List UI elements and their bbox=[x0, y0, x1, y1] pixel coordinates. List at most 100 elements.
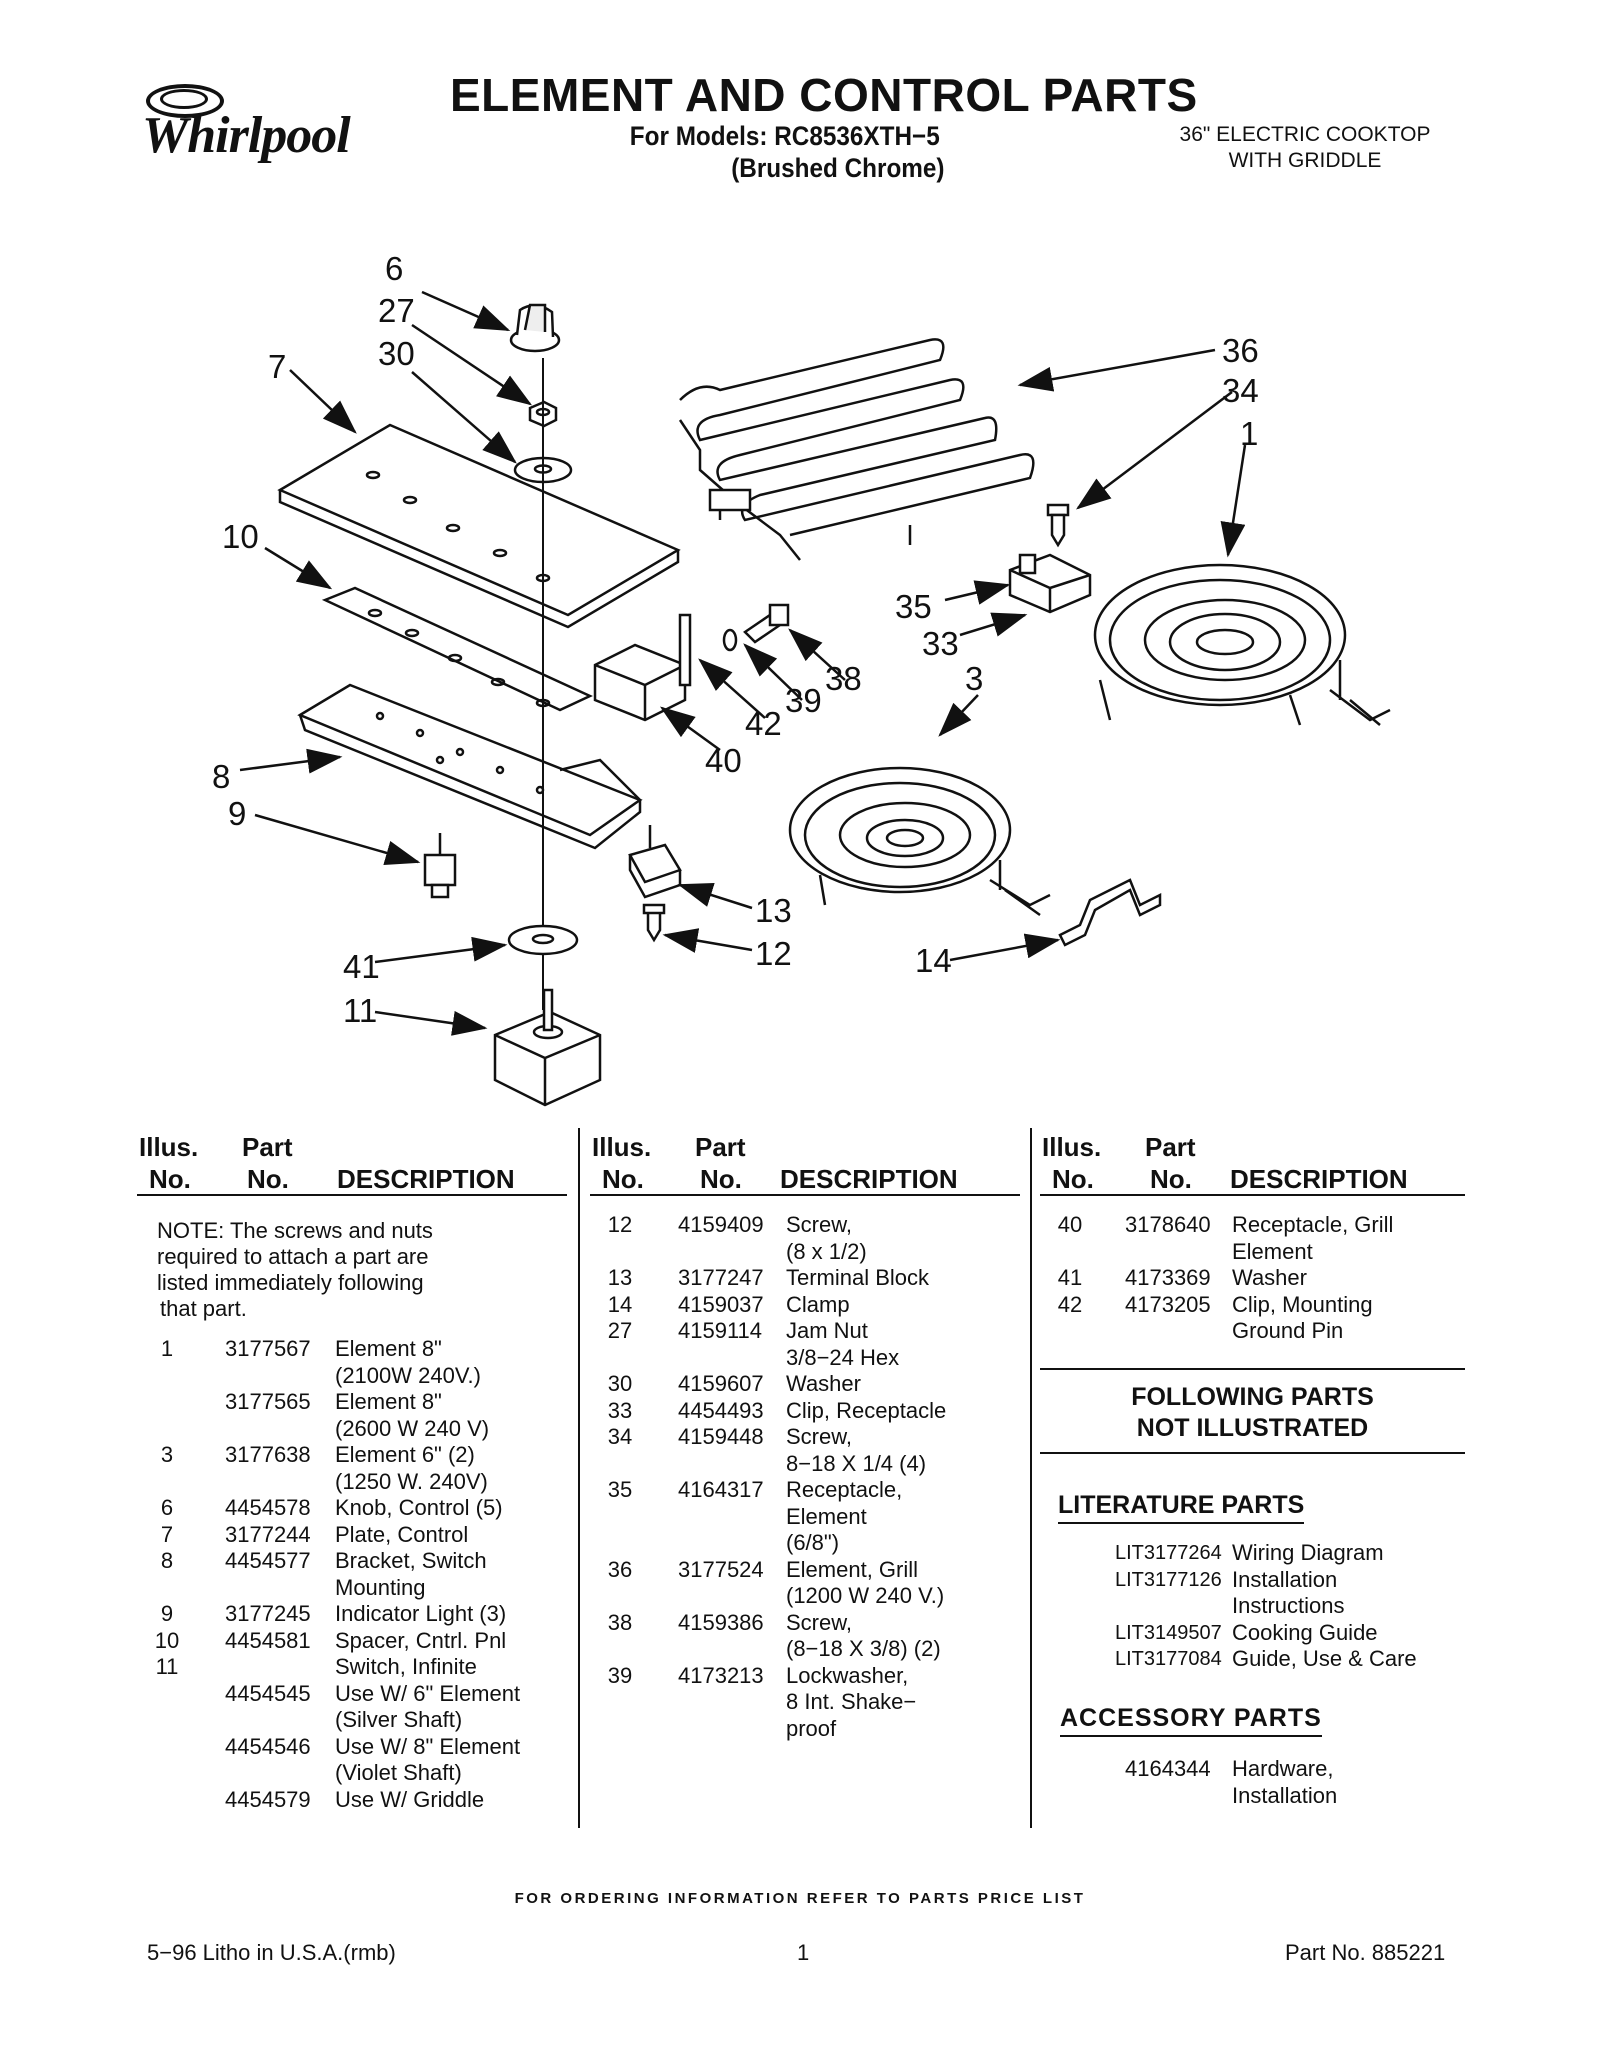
brand-name: Whirlpool bbox=[142, 107, 351, 164]
part-number: 3177638 bbox=[225, 1442, 311, 1467]
not-illustrated-heading: FOLLOWING PARTS NOT ILLUSTRATED bbox=[1131, 1383, 1374, 1442]
part-number: LIT3177084 bbox=[1115, 1648, 1222, 1670]
callout-36: 36 bbox=[1222, 332, 1259, 369]
callout-6: 6 bbox=[385, 250, 403, 287]
illus-number: 41 bbox=[1057, 1265, 1083, 1290]
part-number: 4159607 bbox=[678, 1371, 764, 1396]
clamp-part bbox=[1058, 878, 1162, 947]
logo-swirl-inner-icon bbox=[160, 89, 208, 109]
part-number: LIT3149507 bbox=[1115, 1621, 1222, 1644]
column-divider-1 bbox=[578, 1128, 580, 1828]
part-description: Indicator Light (3) bbox=[335, 1601, 507, 1626]
illus-number: 36 bbox=[607, 1556, 633, 1582]
part-description: Use W/ Griddle bbox=[335, 1786, 485, 1812]
screw-34-part bbox=[1046, 503, 1070, 548]
spacer-part bbox=[321, 586, 593, 712]
separator-2 bbox=[1040, 1452, 1465, 1454]
illus-number: 8 bbox=[160, 1548, 174, 1573]
column-3-header: Illus. No. Part No. DESCRIPTION bbox=[1040, 1128, 1465, 1196]
callout-13: 13 bbox=[755, 892, 792, 929]
callout-3: 3 bbox=[965, 660, 983, 697]
illus-number: 7 bbox=[160, 1521, 174, 1547]
part-header: Part bbox=[242, 1132, 293, 1162]
callout-11: 11 bbox=[343, 992, 377, 1029]
illus-number: 14 bbox=[607, 1291, 633, 1317]
part-description: Lockwasher,8 Int. Shake−proof bbox=[786, 1662, 917, 1741]
grill-element-part bbox=[678, 338, 1035, 561]
part-number: 4454579 bbox=[225, 1786, 311, 1812]
part-description: Knob, Control (5) bbox=[335, 1495, 503, 1520]
callout-34: 34 bbox=[1222, 372, 1259, 409]
illus-number: 3 bbox=[160, 1442, 174, 1467]
illus-number: 35 bbox=[607, 1477, 633, 1502]
part-description: Element 8"(2100W 240V.) bbox=[335, 1336, 481, 1388]
accessory-heading: ACCESSORY PARTS bbox=[1060, 1704, 1322, 1737]
illus-number: 30 bbox=[607, 1371, 633, 1396]
control-plate-part bbox=[277, 423, 681, 629]
models-line-2: (Brushed Chrome) bbox=[731, 153, 945, 183]
column-1-header: Illus. No. Part No. DESCRIPTION bbox=[137, 1128, 567, 1196]
illus-number: 10 bbox=[154, 1627, 180, 1653]
part-description: Clamp bbox=[786, 1291, 850, 1317]
illus-number: 9 bbox=[160, 1601, 174, 1626]
illus-number: 40 bbox=[1057, 1212, 1083, 1237]
part-description: Guide, Use & Care bbox=[1232, 1646, 1417, 1671]
part-description: Washer bbox=[786, 1371, 861, 1396]
part-number: 3177565 bbox=[225, 1389, 311, 1414]
model-info: For Models: RC8536XTH−5 (Brushed Chrome) bbox=[625, 120, 945, 184]
illus-number: 27 bbox=[607, 1318, 633, 1343]
element-receptacle-part bbox=[1008, 553, 1092, 614]
callout-7: 7 bbox=[268, 348, 286, 385]
part-number: 4173205 bbox=[1125, 1291, 1211, 1317]
product-line-2: WITH GRIDDLE bbox=[1228, 149, 1382, 172]
infinite-switch-part bbox=[493, 988, 602, 1107]
part-no-header: No. bbox=[247, 1164, 289, 1194]
litho-info: 5−96 Litho in U.S.A.(rmb) bbox=[147, 1940, 396, 1965]
part-number: 4173369 bbox=[1125, 1265, 1211, 1290]
separator-1 bbox=[1040, 1368, 1465, 1370]
illus-number: 11 bbox=[155, 1654, 179, 1679]
callout-40: 40 bbox=[705, 742, 742, 779]
part-number: 4173213 bbox=[678, 1662, 764, 1688]
callout-10: 10 bbox=[222, 518, 259, 555]
callout-38: 38 bbox=[825, 660, 862, 697]
part-number: 3177245 bbox=[225, 1601, 311, 1626]
illus-number: 38 bbox=[607, 1609, 633, 1635]
ordering-info: FOR ORDERING INFORMATION REFER TO PARTS … bbox=[514, 1890, 1086, 1907]
parts-column-2: Illus. No. Part No. DESCRIPTION 12 415940… bbox=[590, 1128, 1020, 1741]
terminal-block-part bbox=[628, 825, 682, 899]
washer-41-part bbox=[507, 924, 579, 956]
part-description: Switch, Infinite bbox=[335, 1654, 477, 1679]
callout-9: 9 bbox=[228, 795, 246, 832]
part-number: 4159037 bbox=[678, 1291, 764, 1317]
part-number: 4454493 bbox=[678, 1397, 764, 1423]
callout-41: 41 bbox=[343, 948, 380, 985]
part-number: 3177567 bbox=[225, 1336, 311, 1361]
illus-number: 12 bbox=[607, 1212, 633, 1237]
illus-number: 1 bbox=[160, 1336, 174, 1361]
large-surface-element-part bbox=[1093, 563, 1391, 726]
part-number: LIT3177126 bbox=[1115, 1568, 1222, 1591]
grill-receptacle-part bbox=[593, 613, 692, 722]
column-divider-2 bbox=[1030, 1128, 1032, 1828]
product-type: 36" ELECTRIC COOKTOP WITH GRIDDLE bbox=[1165, 122, 1445, 174]
part-number: 4164344 bbox=[1125, 1756, 1211, 1781]
part-number: LIT3177264 bbox=[1115, 1542, 1222, 1564]
illus-header: Illus. bbox=[139, 1132, 199, 1162]
part-description: Screw,(8−18 X 3/8) (2) bbox=[786, 1609, 941, 1662]
callout-33: 33 bbox=[922, 625, 959, 662]
part-description: Use W/ 6" Element(Silver Shaft) bbox=[335, 1680, 521, 1733]
illus-no-header: No. bbox=[149, 1164, 191, 1194]
part-number: 4164317 bbox=[678, 1477, 764, 1502]
column-2-header: Illus. No. Part No. DESCRIPTION bbox=[590, 1128, 1020, 1196]
exploded-parts-diagram: 6 27 30 7 10 8 9 41 11 36 34 1 35 33 3 3… bbox=[212, 250, 1391, 1107]
part-number: 4159409 bbox=[678, 1212, 764, 1237]
part-number: 4454578 bbox=[225, 1495, 311, 1520]
parts-column-1: Illus. No. Part No. DESCRIPTION NOTE: Th… bbox=[137, 1128, 567, 1812]
callout-8: 8 bbox=[212, 758, 230, 795]
whirlpool-logo: Whirlpool bbox=[140, 66, 380, 176]
